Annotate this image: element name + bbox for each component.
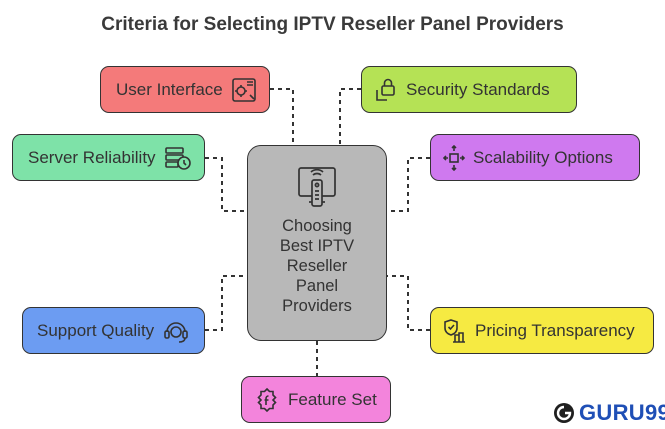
connector-pricing-transparency [387,275,430,331]
node-label: Server Reliability [28,148,156,167]
feature-gear-icon [257,387,277,412]
server-clock-icon [164,146,191,170]
node-label: Support Quality [37,321,155,340]
connector-security-standards [339,88,361,145]
guru99-logo-icon [554,403,574,423]
node-label: Feature Set [288,390,377,409]
tv-remote-icon [298,167,336,207]
node-feature-set: Feature Set [241,376,391,423]
node-scalability-options: Scalability Options [430,134,640,181]
lock-icon [376,78,395,101]
node-label: User Interface [116,80,223,99]
node-user-interface: User Interface [100,66,270,113]
center-node: Choosing Best IPTV Reseller Panel Provid… [247,145,387,341]
node-support-quality: Support Quality [22,307,205,354]
node-label: Security Standards [406,80,550,99]
node-server-reliability: Server Reliability [12,134,205,181]
diagram-title: Criteria for Selecting IPTV Reseller Pan… [101,14,564,35]
node-pricing-transparency: Pricing Transparency [430,307,654,354]
node-security-standards: Security Standards [361,66,577,113]
scale-arrows-icon [443,144,465,171]
connector-server-reliability [205,157,247,212]
brand-logo: GURU99 [553,402,665,424]
connector-scalability-options [387,157,430,212]
connector-user-interface [270,88,294,145]
connector-support-quality [205,275,247,331]
center-label: Choosing Best IPTV Reseller Panel Provid… [279,217,355,315]
interface-icon [231,77,256,102]
pricing-shield-icon [444,318,465,343]
node-label: Pricing Transparency [475,321,635,340]
headset-icon [164,321,188,343]
logo-text: GURU99 [579,400,665,425]
node-label: Scalability Options [473,148,613,167]
